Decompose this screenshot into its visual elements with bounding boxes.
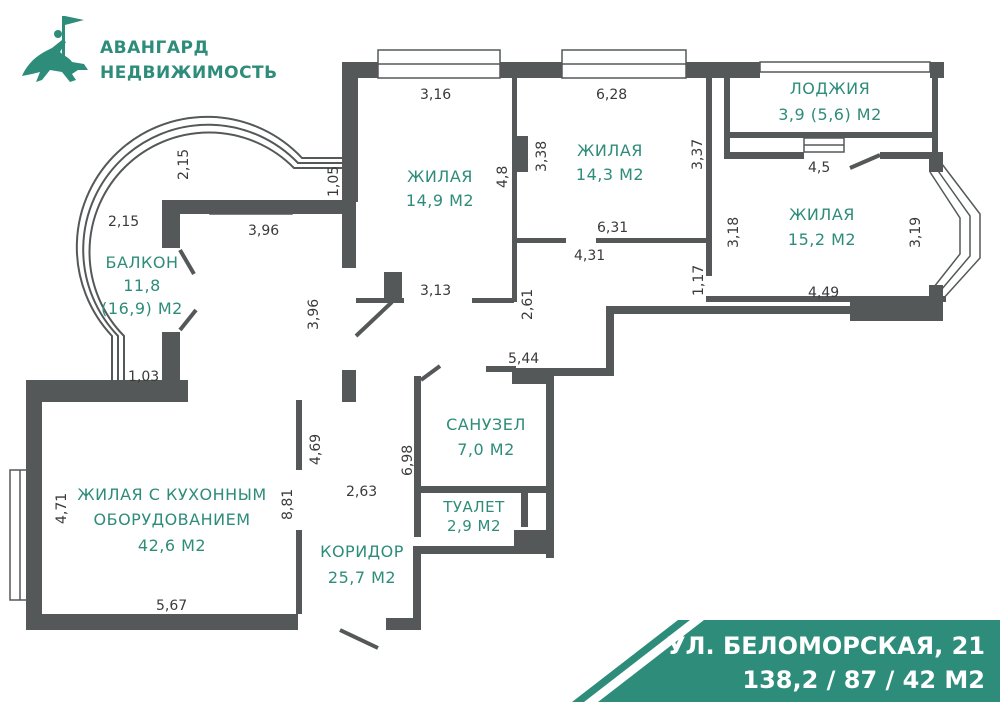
room-living2-name: ЖИЛАЯ [577,141,643,160]
room-corridor-name: КОРИДОР [320,542,404,561]
logo: АВАНГАРД НЕДВИЖИМОСТЬ [22,16,278,83]
dim-6-31: 6,31 [597,220,628,236]
window-loggia [759,61,931,73]
dim-4-49: 4,49 [808,285,839,301]
dim-1-03: 1,03 [128,369,159,385]
dim-3-16: 3,16 [420,87,451,103]
dim-2-15-b: 2,15 [108,214,139,230]
dim-3-13: 3,13 [420,283,451,299]
room-living3-area: 15,2 М2 [788,230,856,249]
logo-line2: НЕДВИЖИМОСТЬ [100,63,278,83]
room-loggia-area: 3,9 (5,6) М2 [778,105,882,124]
window-loggia-door [803,137,845,153]
dim-4-71: 4,71 [54,493,70,524]
room-kitchen-area: 42,6 М2 [138,536,206,555]
dim-2-15-a: 2,15 [176,149,192,180]
dim-4-5: 4,5 [808,160,830,176]
windows [9,49,981,601]
dim-4-8: 4,8 [495,166,511,188]
dim-5-67: 5,67 [156,598,187,614]
address-banner: УЛ. БЕЛОМОРСКАЯ, 21 138,2 / 87 / 42 М2 [572,620,1000,702]
window-top-1 [377,49,501,79]
room-living3-name: ЖИЛАЯ [789,205,855,224]
dim-1-17: 1,17 [691,265,707,296]
dim-3-18: 3,18 [726,217,742,248]
dim-3-38: 3,38 [534,141,550,172]
address-street: УЛ. БЕЛОМОРСКАЯ, 21 [667,632,985,660]
dim-4-31: 4,31 [574,248,605,264]
room-bathroom-area: 7,0 М2 [457,440,515,459]
window-top-2 [561,49,687,79]
room-corridor-area: 25,7 М2 [328,568,396,587]
room-toilet-name: ТУАЛЕТ [442,498,505,516]
room-living1-name: ЖИЛАЯ [407,167,473,186]
room-balcony-area1: 11,8 [123,276,161,295]
window-bay [929,163,981,301]
dim-8-81: 8,81 [280,489,296,520]
walls [26,62,946,630]
knight-horse-icon [22,16,88,82]
balcony-railing [75,115,344,380]
dim-6-28: 6,28 [596,87,627,103]
room-balcony-name: БАЛКОН [106,253,179,272]
dim-3-96-b: 3,96 [306,299,322,330]
logo-line1: АВАНГАРД [100,38,209,58]
window-balcony [209,201,293,215]
room-kitchen-name2: ОБОРУДОВАНИЕМ [94,510,251,529]
dim-3-19: 3,19 [908,217,924,248]
dim-6-98: 6,98 [400,445,416,476]
dim-3-37: 3,37 [690,139,706,170]
window-kitchen [9,469,39,601]
room-toilet-area: 2,9 М2 [447,517,501,535]
room-kitchen-name1: ЖИЛАЯ С КУХОННЫМ [77,485,266,504]
dim-1-05: 1,05 [326,166,342,197]
room-balcony-area2: (16,9) М2 [101,299,183,318]
room-living2-area: 14,3 М2 [576,165,644,184]
dim-3-96-a: 3,96 [248,223,279,239]
room-living1-area: 14,9 М2 [406,191,474,210]
dim-2-63: 2,63 [346,484,377,500]
room-loggia-name: ЛОДЖИЯ [790,79,870,98]
room-bathroom-name: САНУЗЕЛ [446,415,526,434]
dim-2-61: 2,61 [520,289,536,320]
dim-4-69: 4,69 [308,434,324,465]
dimension-labels: 3,16 6,28 2,15 3,96 6,31 4,31 4,5 3,13 4… [54,87,924,614]
room-labels: ЖИЛАЯ 14,9 М2 ЖИЛАЯ 14,3 М2 ЛОДЖИЯ 3,9 (… [77,79,881,587]
dim-5-44: 5,44 [508,351,539,367]
address-areas: 138,2 / 87 / 42 М2 [742,666,985,694]
door-swings [178,153,881,650]
